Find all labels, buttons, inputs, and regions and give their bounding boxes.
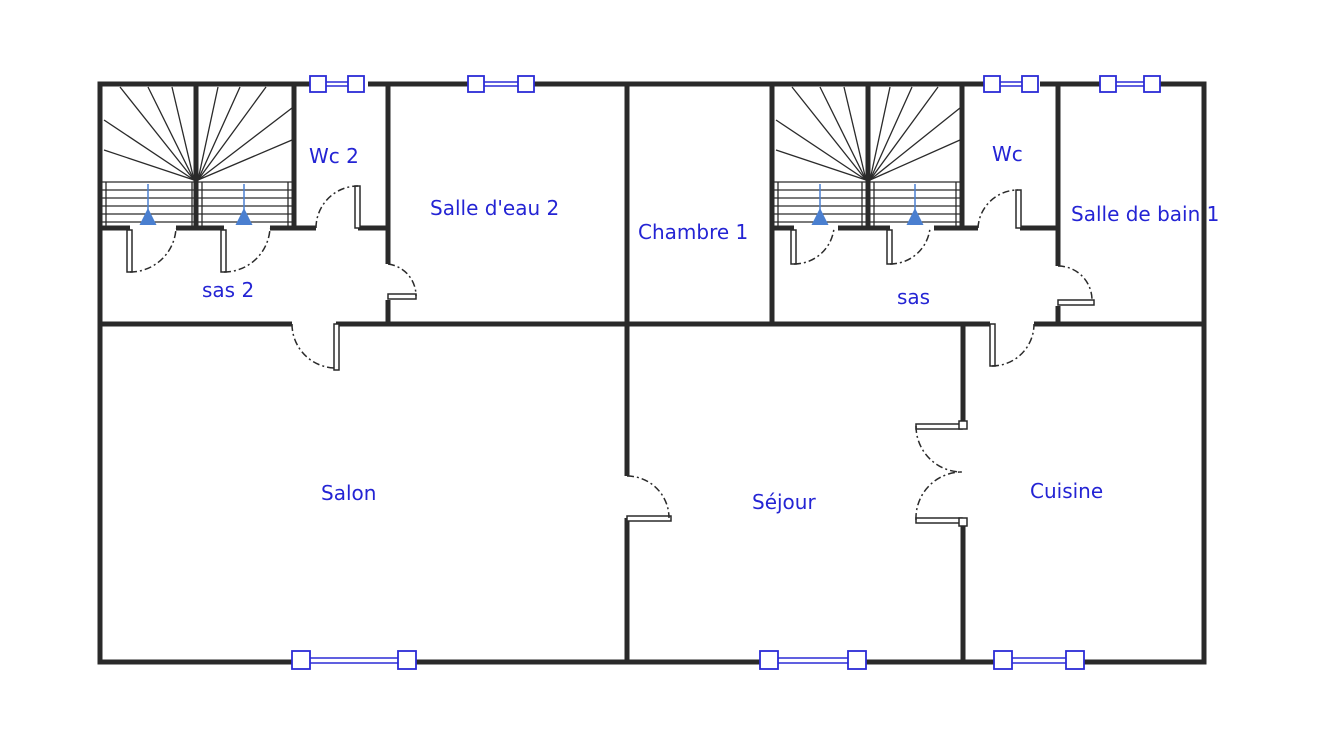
door-stair-left-1 <box>126 225 177 273</box>
door-sas2-salon <box>291 321 340 371</box>
room-label-salle-eau-2: Salle d'eau 2 <box>430 196 560 220</box>
door-stair-right-2 <box>886 225 934 265</box>
door-salle-bain-1 <box>1055 265 1095 306</box>
window-bottom-cuisine <box>993 650 1085 670</box>
room-label-sas: sas <box>897 285 931 309</box>
door-sas-cuisine <box>989 321 1035 367</box>
door-salon-sejour <box>624 475 672 522</box>
room-label-salle-bain-1: Salle de bain 1 <box>1071 202 1220 226</box>
staircase-left-1 <box>102 86 195 228</box>
room-label-chambre-1: Chambre 1 <box>638 220 749 244</box>
door-sejour-cuisine-double <box>915 420 968 527</box>
interior-walls <box>97 81 1207 665</box>
door-salle-eau-2 <box>385 263 417 300</box>
door-wc2 <box>315 185 361 232</box>
door-stair-right-1 <box>790 225 838 265</box>
staircase-right-1 <box>774 86 867 228</box>
window-top-salle-bain-1 <box>1099 75 1161 93</box>
window-top-wc <box>983 75 1040 93</box>
room-label-sas2: sas 2 <box>202 278 255 302</box>
room-label-salon: Salon <box>321 481 377 505</box>
window-top-salle-eau-2 <box>467 75 535 93</box>
window-top-wc2 <box>309 75 368 93</box>
staircase-right-2 <box>869 86 961 228</box>
staircase-left-2 <box>197 86 293 228</box>
door-stair-left-2 <box>220 225 271 273</box>
window-bottom-sejour <box>759 650 867 670</box>
room-label-cuisine: Cuisine <box>1030 479 1104 503</box>
room-label-sejour: Séjour <box>752 490 816 514</box>
room-label-wc: Wc <box>992 142 1023 166</box>
window-bottom-salon <box>291 650 417 670</box>
exterior-walls <box>97 81 1207 665</box>
door-wc <box>977 189 1022 232</box>
room-label-wc2: Wc 2 <box>309 144 359 168</box>
